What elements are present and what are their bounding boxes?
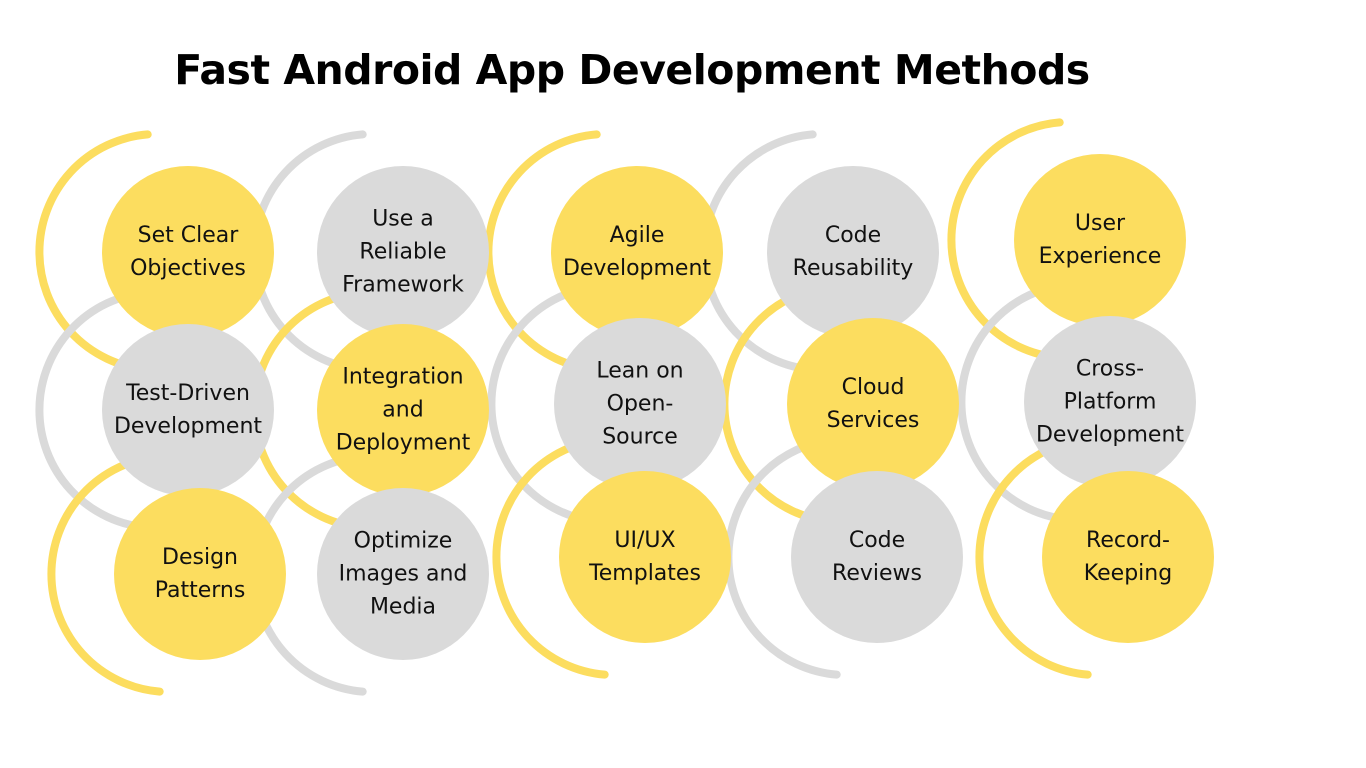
method-label: Code Reviews xyxy=(832,528,922,586)
method-circle xyxy=(1024,316,1196,488)
arc-decoration xyxy=(47,452,164,696)
method-label: UI/UX Templates xyxy=(589,528,701,586)
method-label: Integration and Deployment xyxy=(335,364,471,456)
method-label: Test-Driven Development xyxy=(113,381,263,439)
method-label: Lean on Open- Source xyxy=(596,358,684,450)
method-circle xyxy=(551,166,723,338)
arc-decoration xyxy=(487,282,604,526)
method-circle xyxy=(559,471,731,643)
method-label: Record- Keeping xyxy=(1083,528,1173,586)
arc-decoration xyxy=(35,288,152,532)
method-circle xyxy=(554,318,726,490)
method-circle xyxy=(102,166,274,338)
method-label: Design Patterns xyxy=(154,545,246,603)
arc-decoration xyxy=(957,280,1074,524)
method-label: Agile Development xyxy=(562,223,712,281)
arc-decoration xyxy=(947,118,1064,362)
method-circle xyxy=(317,166,489,338)
method-circle xyxy=(1014,154,1186,326)
method-circle xyxy=(791,471,963,643)
arc-decoration xyxy=(975,435,1092,679)
method-circle xyxy=(317,324,489,496)
page-title: Fast Android App Development Methods xyxy=(174,46,1090,94)
method-circle xyxy=(114,488,286,660)
method-label: Use a Reliable Framework xyxy=(342,206,464,298)
arc-decoration xyxy=(492,435,609,679)
method-label: User Experience xyxy=(1038,211,1162,269)
method-circle xyxy=(102,324,274,496)
method-circle xyxy=(787,318,959,490)
method-label: Set Clear Objectives xyxy=(130,223,246,281)
method-label: Code Reusability xyxy=(792,223,914,281)
method-circle xyxy=(767,166,939,338)
method-label: Cross- Platform Development xyxy=(1035,356,1185,448)
method-circle xyxy=(317,488,489,660)
method-circle xyxy=(1042,471,1214,643)
arc-decoration xyxy=(35,130,152,374)
method-label: Cloud Services xyxy=(826,375,920,433)
method-label: Optimize Images and Media xyxy=(338,528,468,620)
